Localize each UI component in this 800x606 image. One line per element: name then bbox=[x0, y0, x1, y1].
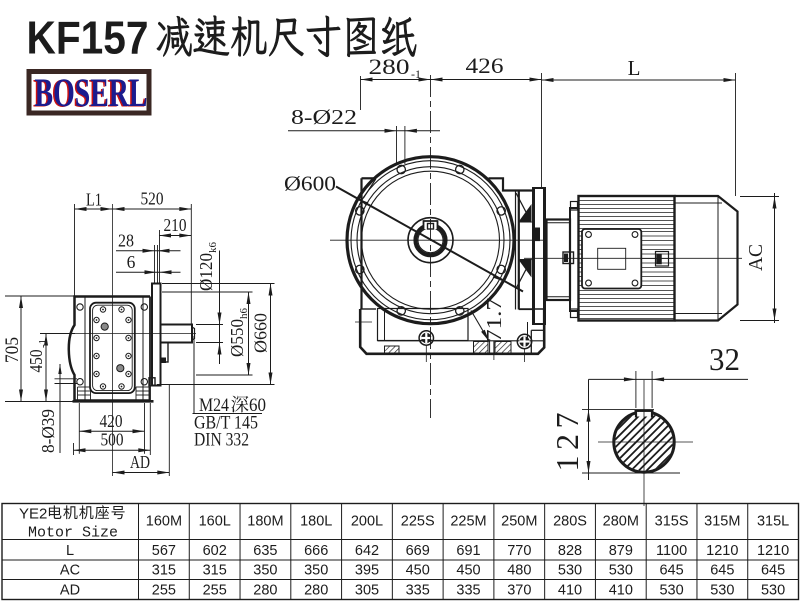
svg-text:410: 410 bbox=[609, 582, 633, 598]
svg-text:Ø600: Ø600 bbox=[284, 172, 336, 196]
svg-text:Motor Size: Motor Size bbox=[28, 525, 118, 542]
svg-text:520: 520 bbox=[141, 189, 164, 209]
svg-text:160L: 160L bbox=[199, 514, 231, 530]
svg-text:200L: 200L bbox=[351, 514, 383, 530]
svg-text:315L: 315L bbox=[757, 514, 789, 530]
svg-text:DIN 332: DIN 332 bbox=[194, 430, 249, 451]
svg-text:Ø120: Ø120 bbox=[196, 253, 216, 291]
svg-text:280M: 280M bbox=[603, 514, 639, 530]
svg-text:530: 530 bbox=[558, 563, 582, 579]
svg-text:71.7: 71.7 bbox=[482, 298, 506, 342]
svg-text:370: 370 bbox=[507, 582, 531, 598]
svg-text:180M: 180M bbox=[247, 514, 283, 530]
svg-text:335: 335 bbox=[406, 582, 430, 598]
svg-text:645: 645 bbox=[659, 563, 683, 579]
svg-text:530: 530 bbox=[761, 582, 785, 598]
svg-text:60: 60 bbox=[249, 395, 266, 416]
svg-text:AC: AC bbox=[60, 563, 80, 579]
svg-text:AD: AD bbox=[60, 582, 80, 598]
svg-text:225S: 225S bbox=[401, 514, 435, 530]
svg-text:602: 602 bbox=[203, 543, 227, 559]
svg-text:410: 410 bbox=[558, 582, 582, 598]
svg-text:315: 315 bbox=[203, 563, 227, 579]
svg-text:BOSERL: BOSERL bbox=[33, 71, 146, 116]
svg-text:-1: -1 bbox=[411, 67, 421, 81]
svg-text:GB/T 145: GB/T 145 bbox=[194, 413, 258, 434]
svg-text:YE2: YE2 bbox=[19, 506, 47, 523]
svg-text:L: L bbox=[628, 56, 641, 80]
svg-text:180L: 180L bbox=[300, 514, 332, 530]
svg-text:705: 705 bbox=[2, 337, 23, 363]
svg-text:350: 350 bbox=[304, 563, 328, 579]
svg-text:666: 666 bbox=[304, 543, 328, 559]
svg-text:500: 500 bbox=[101, 429, 124, 449]
svg-text:225M: 225M bbox=[450, 514, 486, 530]
svg-text:530: 530 bbox=[710, 582, 734, 598]
svg-text:8-Ø22: 8-Ø22 bbox=[291, 105, 357, 129]
svg-text:AD: AD bbox=[130, 452, 150, 472]
svg-text:645: 645 bbox=[761, 563, 785, 579]
svg-text:Ø660: Ø660 bbox=[251, 313, 271, 353]
svg-text:879: 879 bbox=[609, 543, 633, 559]
svg-text:KF157: KF157 bbox=[27, 12, 149, 64]
svg-text:210: 210 bbox=[164, 215, 187, 235]
svg-text:691: 691 bbox=[456, 543, 480, 559]
svg-text:BOSERL: BOSERL bbox=[35, 70, 148, 115]
svg-text:250M: 250M bbox=[501, 514, 537, 530]
svg-text:426: 426 bbox=[466, 53, 504, 78]
svg-text:480: 480 bbox=[507, 563, 531, 579]
svg-text:-1: -1 bbox=[37, 339, 49, 348]
svg-text:395: 395 bbox=[355, 563, 379, 579]
svg-text:127: 127 bbox=[549, 413, 585, 472]
svg-text:635: 635 bbox=[253, 543, 277, 559]
svg-text:350: 350 bbox=[253, 563, 277, 579]
svg-text:669: 669 bbox=[406, 543, 430, 559]
svg-text:828: 828 bbox=[558, 543, 582, 559]
svg-text:315S: 315S bbox=[655, 514, 689, 530]
svg-text:450: 450 bbox=[406, 563, 430, 579]
svg-text:Ø550: Ø550 bbox=[227, 319, 247, 357]
svg-text:420: 420 bbox=[100, 411, 123, 431]
svg-text:770: 770 bbox=[507, 543, 531, 559]
svg-text:642: 642 bbox=[355, 543, 379, 559]
svg-text:280: 280 bbox=[369, 54, 410, 79]
svg-text:6: 6 bbox=[127, 252, 136, 272]
svg-text:305: 305 bbox=[355, 582, 379, 598]
svg-text:280: 280 bbox=[253, 582, 277, 598]
svg-text:645: 645 bbox=[710, 563, 734, 579]
svg-text:28: 28 bbox=[118, 230, 134, 250]
svg-text:1210: 1210 bbox=[706, 543, 738, 559]
svg-text:L: L bbox=[66, 543, 74, 559]
svg-text:1100: 1100 bbox=[656, 543, 687, 559]
svg-text:567: 567 bbox=[152, 543, 176, 559]
svg-text:315M: 315M bbox=[704, 514, 740, 530]
svg-text:530: 530 bbox=[609, 563, 633, 579]
svg-text:AC: AC bbox=[745, 244, 767, 271]
svg-text:255: 255 bbox=[152, 582, 176, 598]
svg-text:h6: h6 bbox=[238, 308, 250, 320]
svg-text:280: 280 bbox=[304, 582, 328, 598]
svg-text:160M: 160M bbox=[146, 514, 182, 530]
svg-text:335: 335 bbox=[456, 582, 480, 598]
svg-text:8-Ø39: 8-Ø39 bbox=[38, 409, 58, 453]
svg-text:450: 450 bbox=[456, 563, 480, 579]
svg-text:32: 32 bbox=[709, 341, 740, 377]
svg-text:M24: M24 bbox=[199, 395, 229, 416]
svg-text:315: 315 bbox=[152, 563, 176, 579]
svg-text:255: 255 bbox=[203, 582, 227, 598]
svg-text:280S: 280S bbox=[553, 514, 587, 530]
svg-text:450: 450 bbox=[26, 349, 46, 372]
svg-text:530: 530 bbox=[659, 582, 683, 598]
svg-text:L1: L1 bbox=[86, 190, 102, 210]
svg-text:1210: 1210 bbox=[757, 543, 789, 559]
svg-text:k6: k6 bbox=[207, 242, 219, 254]
